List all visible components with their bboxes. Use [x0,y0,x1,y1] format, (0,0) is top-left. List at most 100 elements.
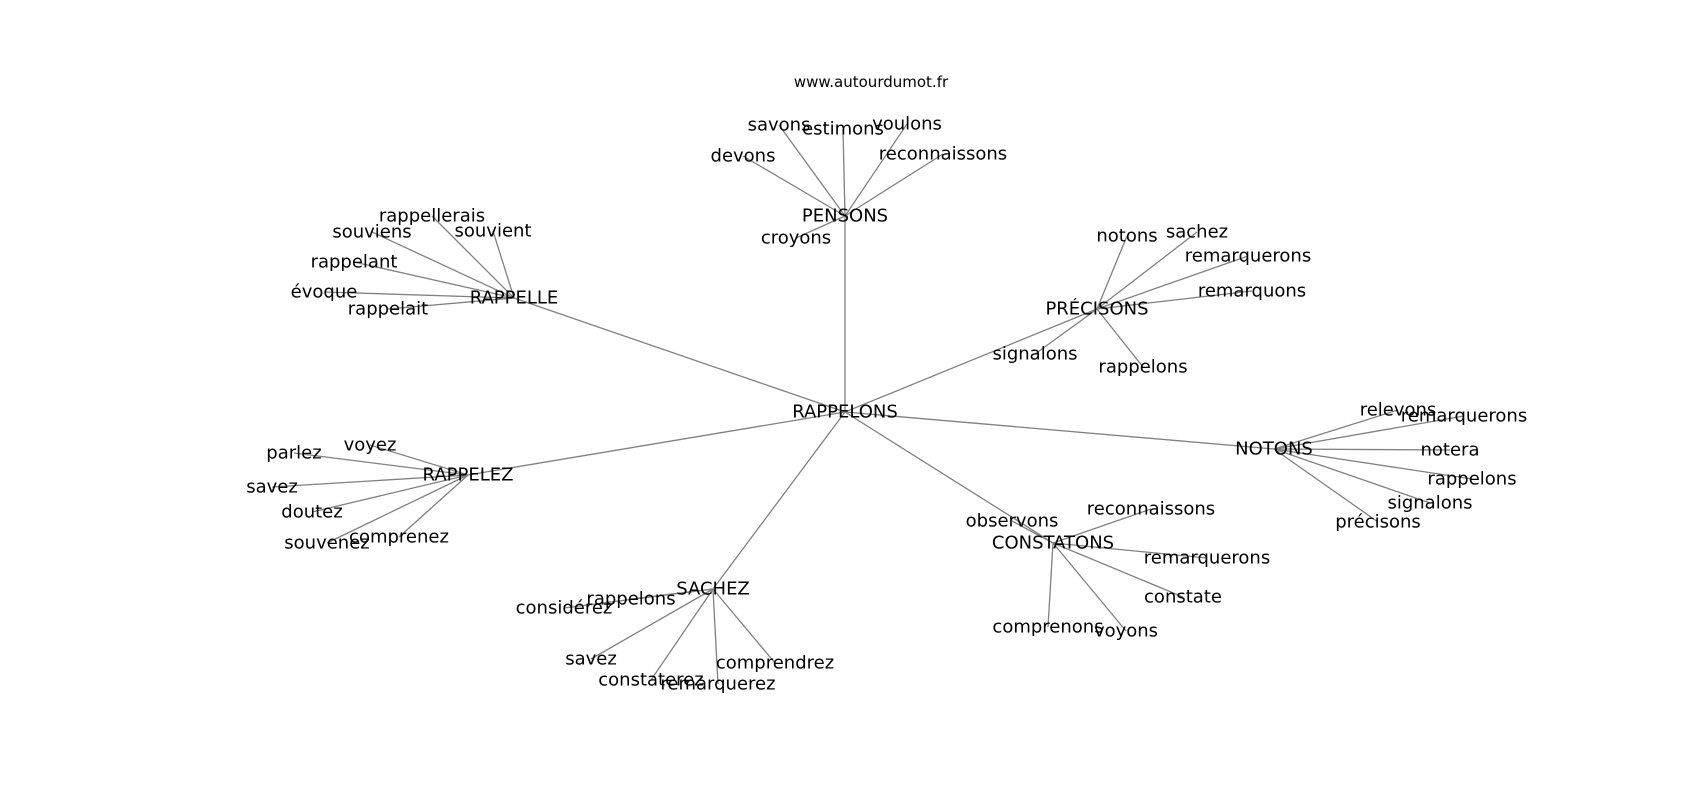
edge-hub-word [398,474,469,538]
edge-hub-word [271,474,469,488]
edge-hub-word [492,230,515,299]
word-node-label: rappelons [1427,469,1516,490]
site-url: www.autourdumot.fr [794,73,949,91]
word-node-label: voyez [344,435,397,456]
edge-hub-word [1273,448,1431,504]
hub-node-label: NOTONS [1235,439,1313,460]
edge-hub-word [1273,448,1451,451]
word-node-label: voyons [1094,621,1158,642]
edge-hub-word [1052,542,1184,598]
edge-hub-word [742,155,846,217]
edge-center-hub [513,297,846,413]
edge-center-hub [844,308,1098,413]
edge-hub-word [1011,520,1054,544]
word-node-label: signalons [1387,493,1472,514]
word-node-label: savez [565,649,617,670]
word-node-label: constaterez [598,670,703,691]
word-node-label: estimons [802,119,884,140]
word-node-label: voulons [872,114,942,135]
word-node-label: souvient [455,221,532,242]
edge-hub-word [1052,542,1127,632]
edge-hub-word [371,231,515,299]
edge-center-hub [844,411,1275,450]
word-node-label: savez [246,477,298,498]
edge-hub-word [844,123,908,217]
edge-hub-word [1096,231,1198,310]
edge-hub-word [1273,448,1379,523]
word-node-label: croyons [761,228,831,249]
edge-hub-word [311,474,469,513]
edge-hub-word [778,124,846,217]
word-node-label: remarquons [1198,281,1306,302]
word-node-label: notons [1096,226,1157,247]
word-node-label: savons [748,115,811,136]
word-node-label: sachez [1166,222,1228,243]
word-node-label: doutez [281,502,342,523]
edge-hub-word [1096,235,1128,310]
word-node-label: rappellerais [379,206,485,227]
edge-hub-word [1034,308,1098,355]
edge-hub-word [795,215,846,239]
word-node-label: signalons [992,344,1077,365]
edge-hub-word [563,588,714,609]
word-node-label: remarquerez [660,674,775,695]
word-node-label: comprendrez [716,653,834,674]
edge-hub-word [387,297,515,310]
hub-node-label: PRÉCISONS [1045,298,1148,320]
word-node-label: rappelons [586,589,675,610]
word-node-label: souviens [332,222,411,243]
word-node-label: observons [966,511,1059,532]
word-node-label: reconnaissons [1087,499,1215,520]
edge-center-hub [712,411,846,590]
edge-hub-word [590,588,714,660]
word-node-label: remarquerons [1185,246,1311,267]
edge-hub-word [712,588,719,685]
edge-hub-word [431,215,515,299]
edge-center-hub [467,411,846,476]
word-node-label: parlez [266,443,321,464]
word-node-label: constate [1144,587,1222,608]
word-node-label: comprenons [992,617,1103,638]
edge-hub-word [1273,409,1399,450]
edge-hub-word [1096,290,1253,310]
hub-node-label: SACHEZ [676,579,750,600]
hub-node-label: RAPPELLE [470,288,559,309]
edge-hub-word [844,153,944,217]
word-node-label: souvenez [284,533,369,554]
word-node-label: devons [711,146,776,167]
edge-hub-word [1096,308,1144,368]
edge-hub-word [326,474,469,544]
edge-hub-word [323,291,515,299]
word-node-label: évoque [291,282,358,303]
edge-hub-word [1096,255,1249,310]
edge-hub-word [1052,508,1152,544]
word-node-label: rappelant [311,252,398,273]
center-node-label: RAPPELONS [792,402,898,423]
edge-hub-word [293,452,469,476]
hub-node-label: CONSTATONS [992,533,1114,554]
edge-hub-word [353,261,515,299]
edge-hub-word [369,444,469,476]
edge-hub-word [712,588,776,664]
edge-hub-word [1052,542,1208,559]
edge-hub-word [1047,542,1054,628]
edge-hub-word [1273,448,1473,480]
hub-node-label: RAPPELEZ [423,465,514,486]
word-node-label: rappelait [348,299,428,320]
word-node-label: considérez [516,598,613,619]
edge-hub-word [650,588,714,681]
word-node-label: comprenez [349,527,449,548]
word-node-label: relevons [1360,400,1437,421]
edge-hub-word [1273,415,1465,450]
word-node-label: notera [1421,440,1480,461]
edge-center-hub [844,411,1054,544]
word-node-label: remarquerons [1144,548,1270,569]
graph-edges [271,123,1473,685]
word-node-label: rappelons [1098,357,1187,378]
hub-node-label: PENSONS [802,206,888,227]
word-node-label: précisons [1335,512,1421,533]
word-node-label: reconnaissons [879,144,1007,165]
word-node-label: remarquerons [1401,406,1527,427]
